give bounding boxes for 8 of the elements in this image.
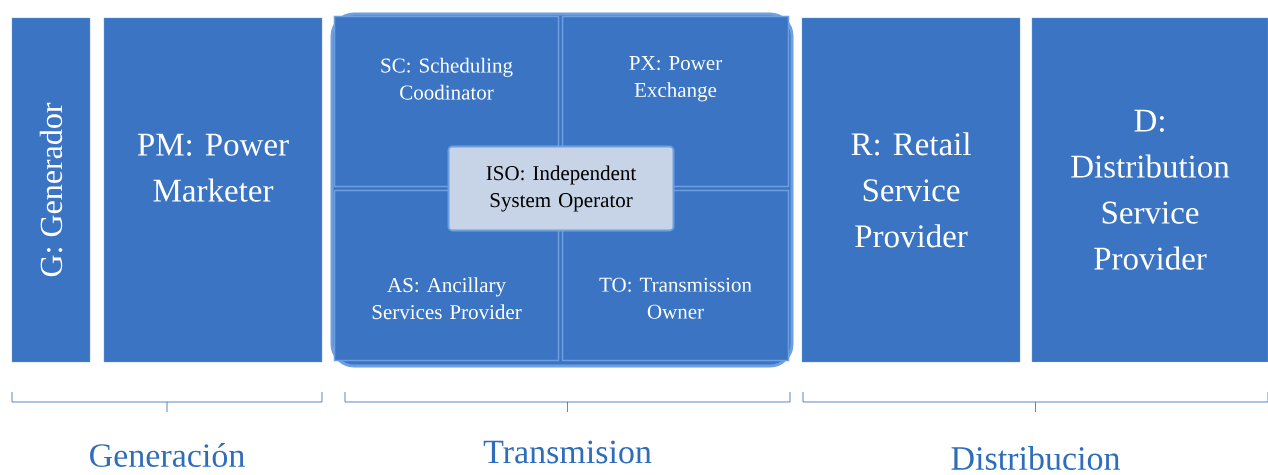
section-label: Generación xyxy=(90,443,245,467)
role-box: PM: Power Marketer xyxy=(103,17,323,363)
vertical-label-box: G: Generador xyxy=(11,17,91,363)
section-label: Transmision xyxy=(483,440,652,464)
section-label: Distribucion xyxy=(951,446,1120,470)
center-box: ISO: Independent System Operator xyxy=(447,145,675,232)
role-box: R: Retail Service Provider xyxy=(801,17,1021,363)
role-box: D: Distribution Service Provider xyxy=(1031,17,1268,363)
